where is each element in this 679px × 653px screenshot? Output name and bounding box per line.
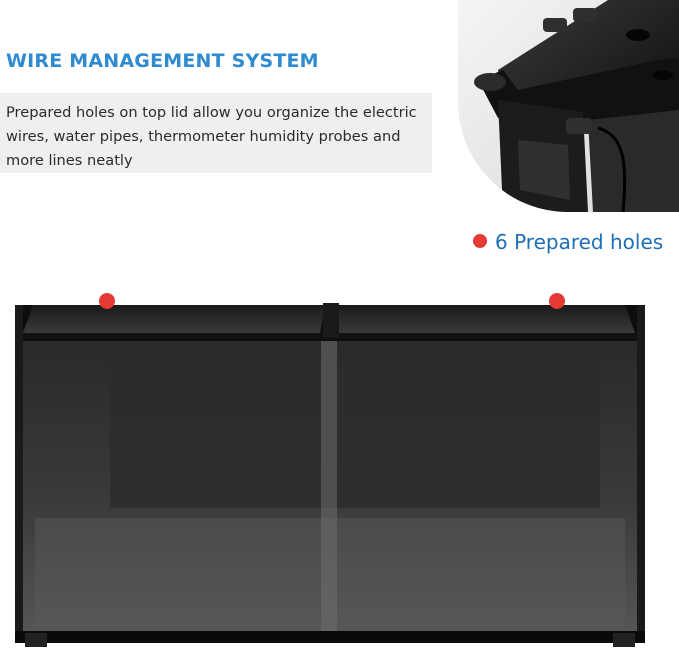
red-dot-marker	[473, 234, 487, 248]
hole-marker-left	[99, 293, 115, 309]
description-panel: Prepared holes on top lid allow you orga…	[0, 93, 432, 173]
section-title: WIRE MANAGEMENT SYSTEM	[6, 50, 319, 72]
lid-closeup-illustration	[458, 0, 679, 212]
hole-marker-right	[549, 293, 565, 309]
lid-closeup-photo	[458, 0, 679, 212]
terrarium-illustration	[15, 293, 645, 647]
prepared-holes-label: 6 Prepared holes	[495, 230, 664, 254]
prepared-holes-callout: 6 Prepared holes	[473, 230, 663, 254]
terrarium-tank	[15, 293, 645, 653]
description-text: Prepared holes on top lid allow you orga…	[6, 104, 417, 169]
